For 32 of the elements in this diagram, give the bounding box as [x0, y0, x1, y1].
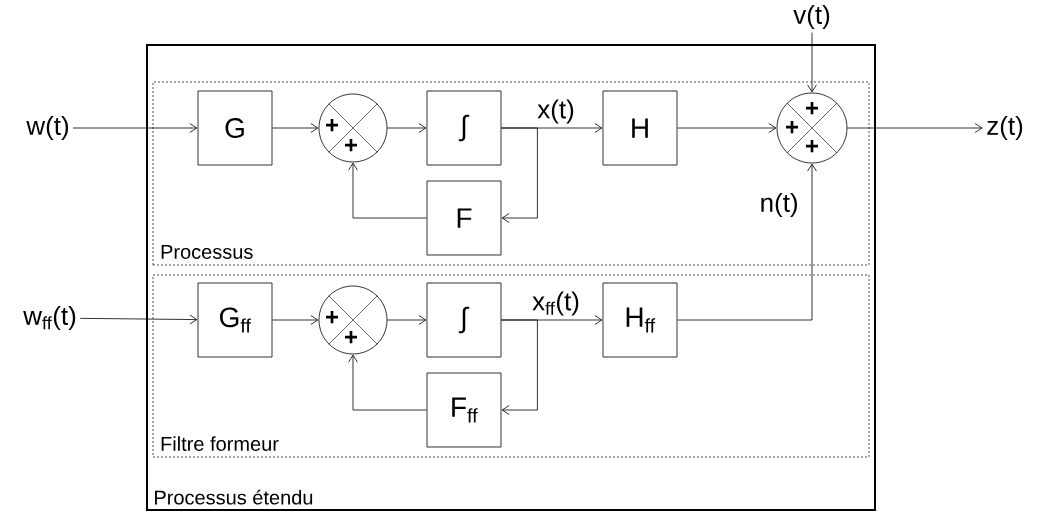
- arrow: [387, 123, 427, 133]
- block-box: G$_{ff}$: [197, 282, 273, 358]
- summing-junction: + + +: [776, 92, 848, 164]
- arrow: [677, 163, 817, 321]
- summing-junction: + +: [318, 285, 388, 355]
- block-box: H: [602, 90, 678, 166]
- arrow: [807, 32, 817, 93]
- arrow: [272, 123, 319, 133]
- arrow: [387, 315, 427, 325]
- block-box: G: [197, 90, 273, 166]
- arrow: [501, 319, 538, 415]
- block-box: H$_{ff}$: [602, 282, 678, 358]
- arrow: [348, 162, 427, 219]
- arrow: [677, 123, 777, 133]
- signal-label: x$_{ff}$(t): [531, 290, 581, 317]
- arrow: [501, 127, 538, 223]
- arrow: [79, 314, 198, 325]
- arrow: [348, 354, 427, 411]
- arrow: [272, 315, 319, 325]
- arrow: [847, 123, 983, 133]
- block-box: F$_{ff}$: [426, 372, 502, 448]
- signal-label: w$_{ff}$(t): [23, 305, 76, 331]
- signal-label: n(t): [758, 191, 800, 219]
- block-box: ∫: [426, 90, 502, 166]
- arrow: [72, 123, 198, 133]
- signal-label: v(t): [793, 4, 830, 30]
- block-box: ∫: [426, 282, 502, 358]
- signal-label: z(t): [987, 115, 1023, 141]
- summing-junction: + +: [318, 93, 388, 163]
- block-box: F: [426, 180, 502, 256]
- signal-label: x(t): [536, 98, 576, 125]
- signal-label: w(t): [26, 115, 69, 141]
